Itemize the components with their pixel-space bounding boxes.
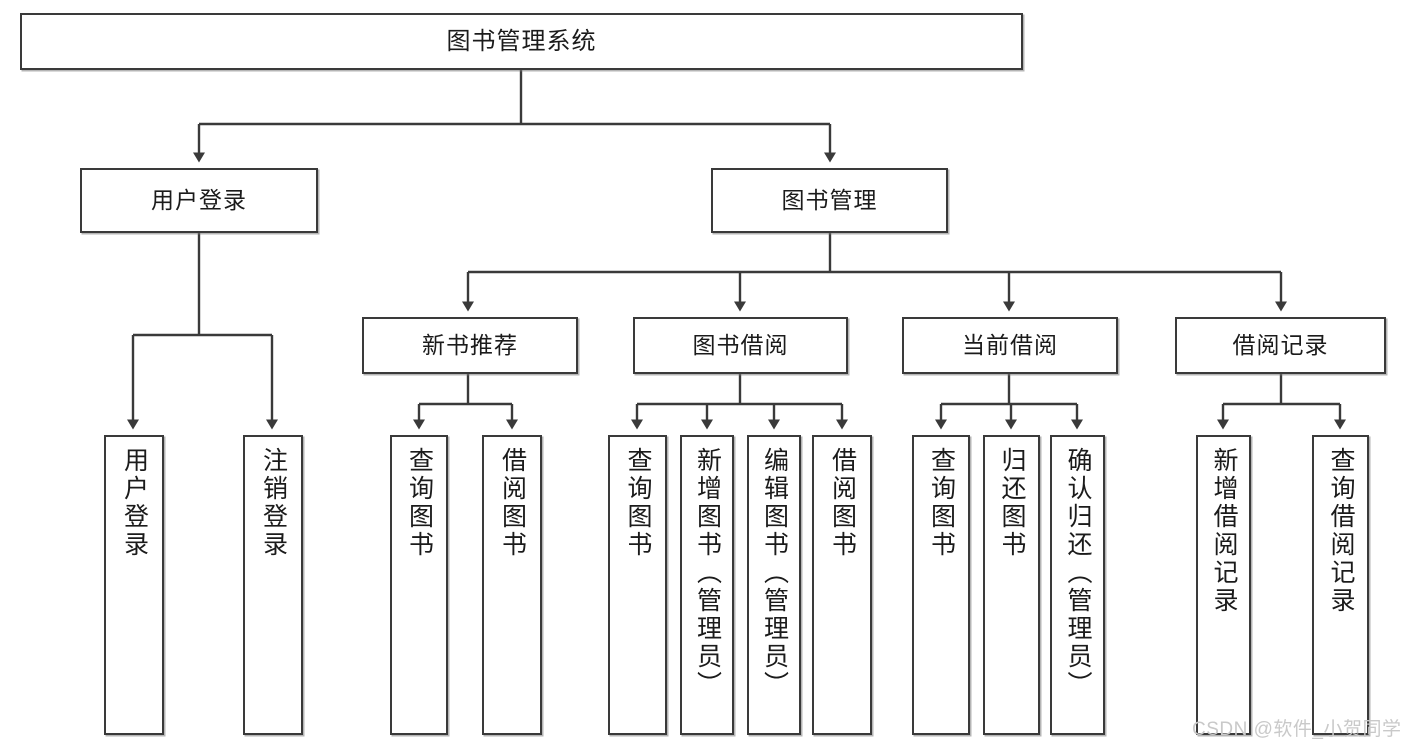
node-leaf-user-logout[interactable]: 注销登录: [243, 435, 303, 735]
node-label: 图书管理系统: [446, 27, 597, 55]
node-label: 新书推荐: [422, 332, 518, 359]
node-leaf-borrow-book-new[interactable]: 借阅图书: [482, 435, 542, 735]
csdn-watermark: CSDN @软件_小贺同学: [1192, 719, 1402, 740]
node-label: 新增借阅记录: [1210, 447, 1238, 615]
node-new-book-recommendation[interactable]: 新书推荐: [362, 317, 578, 374]
node-root-system[interactable]: 图书管理系统: [20, 13, 1023, 70]
node-leaf-return-book[interactable]: 归还图书: [983, 435, 1040, 735]
node-book-borrowing[interactable]: 图书借阅: [633, 317, 848, 374]
node-current-borrowing[interactable]: 当前借阅: [902, 317, 1118, 374]
node-leaf-query-book-current[interactable]: 查询图书: [912, 435, 970, 735]
node-label: 当前借阅: [962, 332, 1058, 359]
node-label: 借阅图书: [498, 447, 527, 559]
node-borrow-record[interactable]: 借阅记录: [1175, 317, 1386, 374]
node-leaf-query-book-new[interactable]: 查询图书: [390, 435, 448, 735]
node-label: 编辑图书（管理员）: [760, 447, 789, 699]
node-label: 用户登录: [151, 187, 247, 214]
node-label: 查询图书: [927, 447, 956, 559]
node-label: 查询借阅记录: [1327, 447, 1355, 615]
node-label: 归还图书: [998, 447, 1026, 559]
node-leaf-confirm-return-admin[interactable]: 确认归还（管理员）: [1050, 435, 1105, 735]
node-leaf-edit-book-admin[interactable]: 编辑图书（管理员）: [747, 435, 801, 735]
node-book-management[interactable]: 图书管理: [711, 168, 948, 233]
node-label: 查询图书: [405, 447, 434, 559]
node-label: 图书管理: [781, 187, 878, 214]
node-leaf-user-login[interactable]: 用户登录: [104, 435, 164, 735]
node-user-login[interactable]: 用户登录: [80, 168, 318, 233]
node-leaf-add-book-admin[interactable]: 新增图书（管理员）: [680, 435, 734, 735]
node-label: 图书借阅: [692, 332, 789, 359]
node-label: 新增图书（管理员）: [693, 447, 722, 699]
node-label: 用户登录: [120, 447, 149, 559]
node-label: 注销登录: [259, 447, 288, 559]
node-label: 确认归还（管理员）: [1064, 447, 1092, 699]
node-leaf-add-borrow-record[interactable]: 新增借阅记录: [1196, 435, 1251, 735]
node-label: 借阅记录: [1232, 332, 1329, 359]
node-label: 借阅图书: [828, 447, 857, 559]
node-leaf-borrow-book[interactable]: 借阅图书: [812, 435, 872, 735]
node-label: 查询图书: [624, 447, 652, 559]
node-leaf-query-book-borrow[interactable]: 查询图书: [608, 435, 667, 735]
node-leaf-query-borrow-record[interactable]: 查询借阅记录: [1312, 435, 1369, 735]
